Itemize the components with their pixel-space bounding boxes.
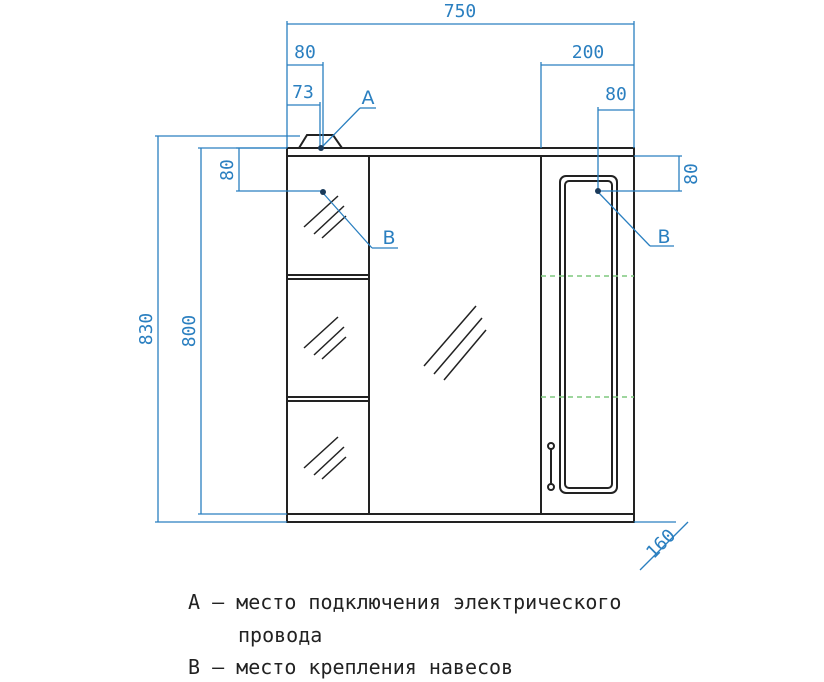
door-handle	[547, 442, 555, 491]
right-shelf-marks	[541, 275, 634, 398]
bottom-panel	[286, 513, 635, 523]
dim-750: 750	[444, 1, 477, 22]
dim-80-left: 80	[294, 42, 316, 63]
callout-a: A	[362, 87, 375, 109]
legend-line-b: B – место крепления навесов	[188, 655, 514, 679]
dim-73: 73	[292, 82, 314, 103]
dimension-lines	[155, 21, 689, 571]
dim-830: 830	[136, 313, 157, 346]
dim-80-left-vertical: 80	[217, 159, 238, 181]
mirror-glare-marks	[303, 195, 487, 480]
callout-b-right: B	[657, 226, 670, 248]
left-column	[286, 155, 370, 515]
point-a	[318, 145, 324, 151]
right-door	[540, 155, 635, 515]
legend-line-a-cont: провода	[238, 623, 323, 647]
top-panel	[286, 147, 635, 157]
point-b-left	[320, 189, 326, 195]
door-panel-outer	[559, 175, 618, 494]
dim-160: 160	[642, 525, 680, 563]
cabinet-outline	[286, 134, 635, 523]
central-mirror	[368, 155, 542, 515]
dim-200: 200	[572, 42, 605, 63]
dim-800: 800	[179, 315, 200, 348]
legend-line-a: A – место подключения электрического	[188, 590, 622, 614]
point-b-right	[595, 188, 601, 194]
callout-b-left: B	[382, 227, 395, 249]
door-panel-inner	[564, 180, 613, 489]
anchor-points	[318, 145, 601, 195]
dim-80-right: 80	[605, 84, 627, 105]
dim-80-right-vertical: 80	[681, 163, 702, 185]
